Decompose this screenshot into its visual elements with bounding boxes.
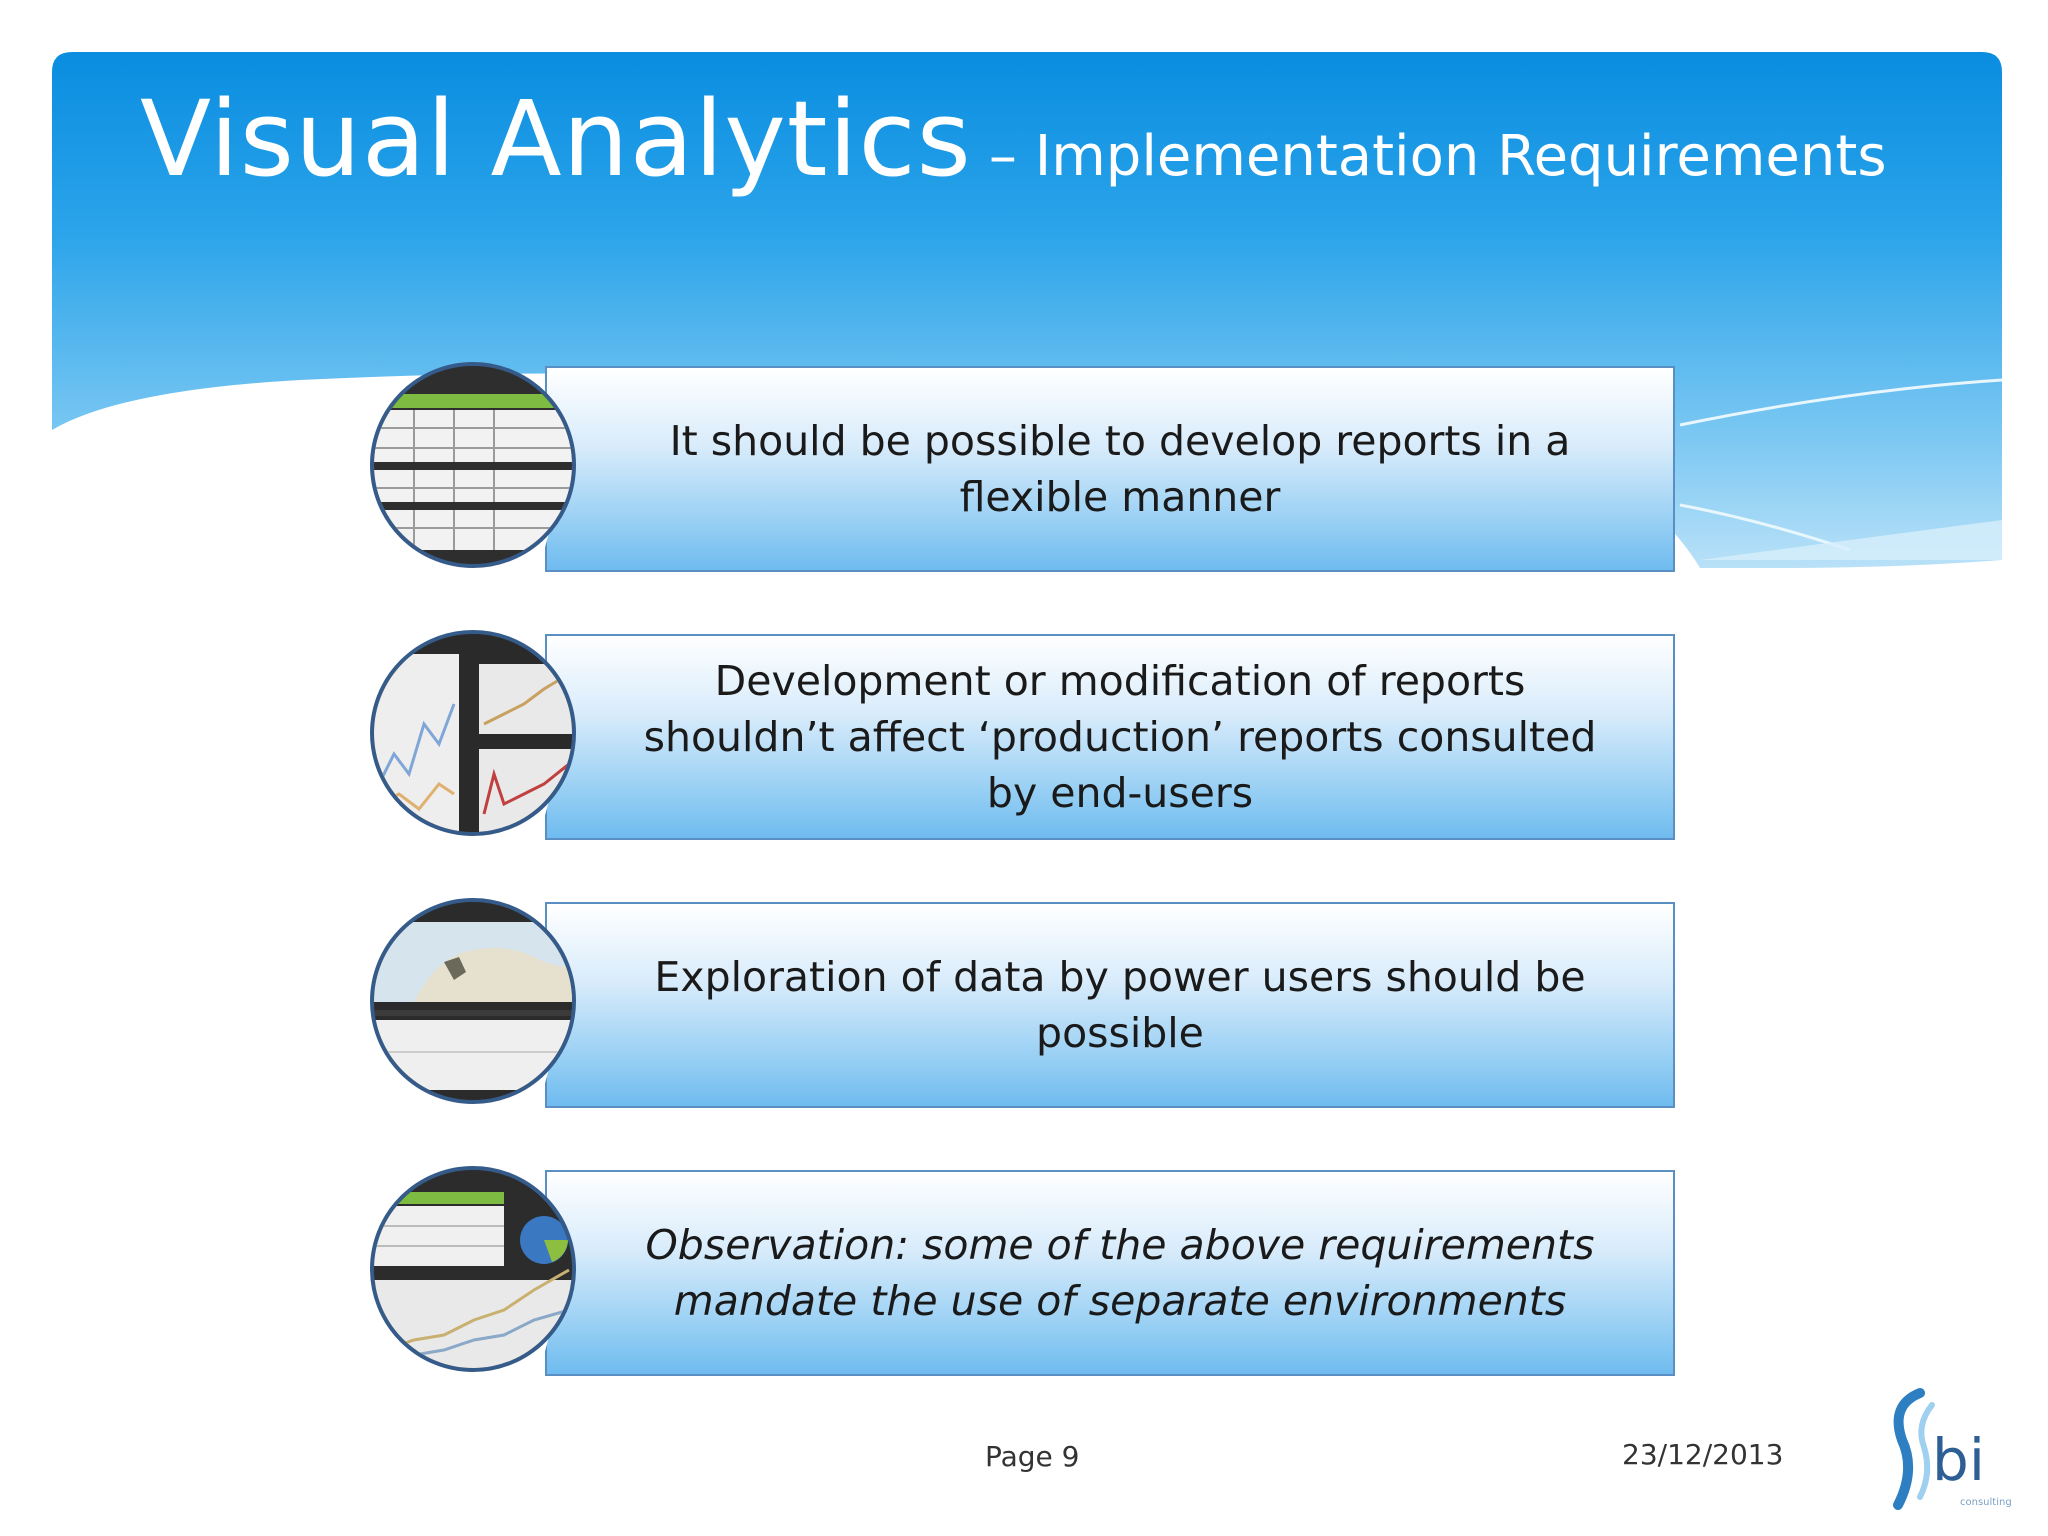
- requirement-item: Exploration of data by power users shoul…: [370, 898, 1682, 1114]
- requirement-text: Exploration of data by power users shoul…: [654, 949, 1585, 1061]
- requirement-box: Observation: some of the above requireme…: [545, 1170, 1675, 1376]
- report-table-thumbnail-icon: [370, 362, 576, 568]
- requirement-text: Observation: some of the above requireme…: [646, 1217, 1595, 1329]
- map-thumbnail-icon: [370, 898, 576, 1104]
- title-subtitle: – Implementation Requirements: [988, 124, 1887, 189]
- requirement-line: Exploration of data by power users shoul…: [654, 953, 1586, 1001]
- dashboard-thumbnail-icon: [370, 1166, 576, 1372]
- header-wave-background: [52, 52, 2003, 568]
- requirement-line: by end-users: [986, 769, 1254, 817]
- requirement-box: Development or modification of reports s…: [545, 634, 1675, 840]
- slide-title: Visual Analytics – Implementation Requir…: [140, 78, 1887, 200]
- requirement-text: It should be possible to develop reports…: [670, 413, 1571, 525]
- requirement-line: possible: [1036, 1009, 1204, 1057]
- requirement-box: It should be possible to develop reports…: [545, 366, 1675, 572]
- title-main: Visual Analytics: [140, 78, 972, 200]
- requirement-line: Development or modification of reports: [714, 657, 1526, 705]
- slide-date: 23/12/2013: [1622, 1438, 1784, 1471]
- requirement-text: Development or modification of reports s…: [644, 653, 1597, 821]
- requirement-item: Development or modification of reports s…: [370, 630, 1682, 846]
- requirement-line: It should be possible to develop reports…: [669, 417, 1571, 465]
- sbi-consulting-logo-icon: bi consulting: [1893, 1388, 2012, 1510]
- requirement-box: Exploration of data by power users shoul…: [545, 902, 1675, 1108]
- line-chart-thumbnail-icon: [370, 630, 576, 836]
- requirement-line: flexible manner: [959, 473, 1281, 521]
- svg-text:bi: bi: [1932, 1426, 1985, 1494]
- requirement-item: Observation: some of the above requireme…: [370, 1166, 1682, 1382]
- requirement-line: shouldn’t affect ‘production’ reports co…: [643, 713, 1597, 761]
- svg-text:consulting: consulting: [1960, 1497, 2012, 1508]
- requirement-line: Observation: some of the above requireme…: [645, 1221, 1595, 1269]
- requirement-item: It should be possible to develop reports…: [370, 362, 1682, 578]
- page-number: Page 9: [985, 1440, 1080, 1473]
- requirement-line: mandate the use of separate environments: [673, 1277, 1567, 1325]
